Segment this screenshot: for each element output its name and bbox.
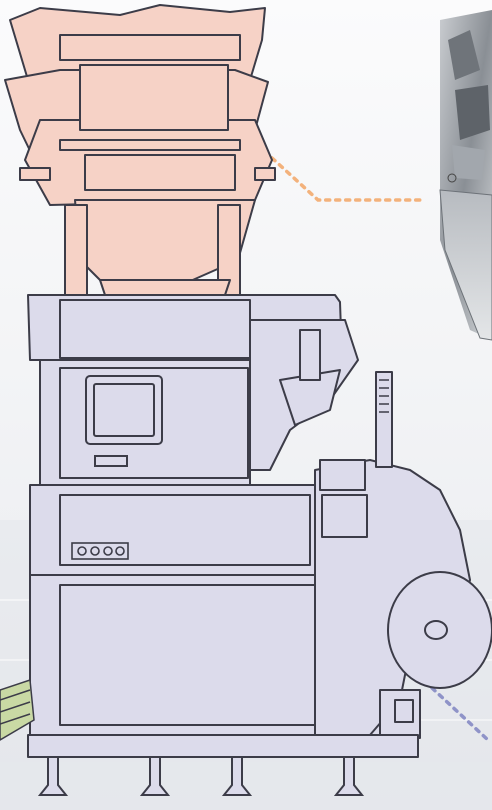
panel-button bbox=[77, 546, 87, 556]
output-conveyor bbox=[0, 678, 35, 741]
panel-button bbox=[115, 546, 125, 556]
panel-button bbox=[90, 546, 100, 556]
machine-feet bbox=[37, 756, 365, 796]
weigher-photo-inset bbox=[439, 10, 492, 341]
control-panel-buttons bbox=[71, 542, 129, 560]
callout-line-blue bbox=[430, 686, 490, 742]
touch-screen-display bbox=[85, 375, 163, 467]
multihead-weigher bbox=[4, 4, 276, 301]
panel-button bbox=[103, 546, 113, 556]
callout-line-orange bbox=[270, 156, 422, 202]
